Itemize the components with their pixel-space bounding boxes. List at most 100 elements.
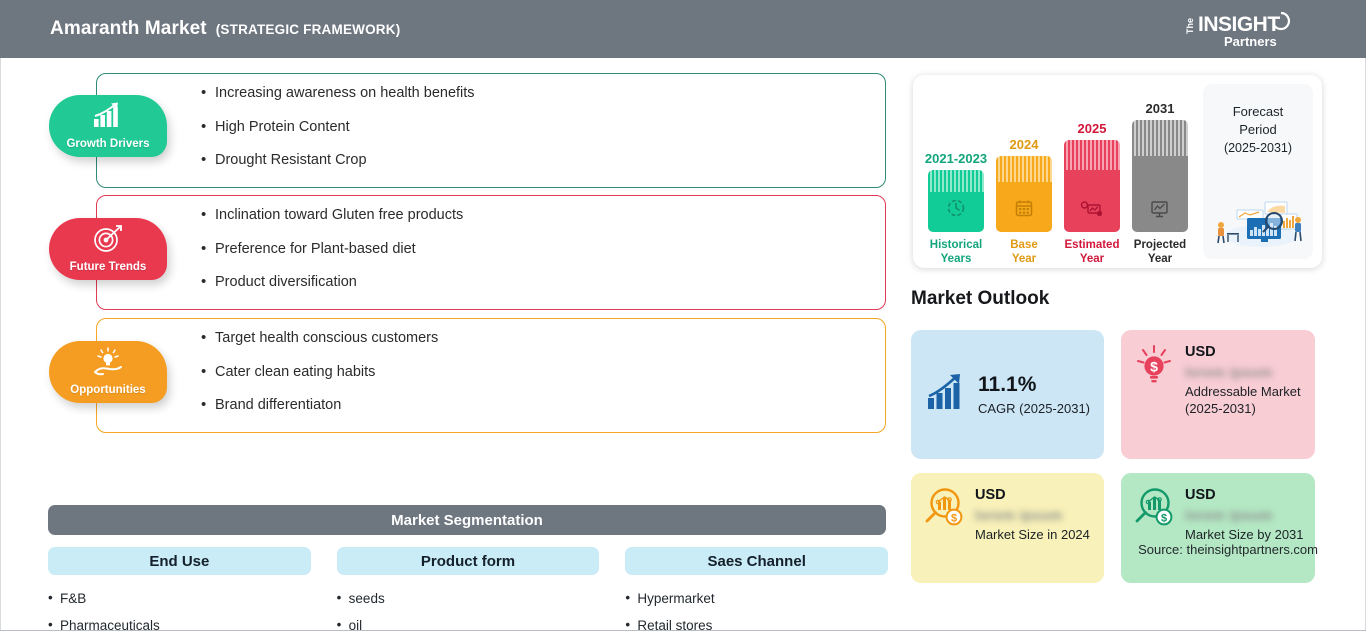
bar-historical <box>928 170 984 232</box>
outlook-column: 2021-2023 Hist <box>905 58 1366 628</box>
bar-group-estimated: 2025 <box>1064 121 1120 265</box>
source-attribution: Source: theinsightpartners.com <box>1138 542 1318 557</box>
list-item: Drought Resistant Crop <box>201 152 475 168</box>
timeline-bars: 2021-2023 Hist <box>925 75 1198 268</box>
growth-bar-chart-icon <box>925 372 969 417</box>
badge-label: Future Trends <box>69 261 147 273</box>
growth-drivers-list: Increasing awareness on health benefits … <box>201 85 475 187</box>
badge-label: Opportunities <box>70 384 146 396</box>
forecast-period-range: (2025-2031) <box>1223 141 1293 156</box>
segmentation-columns: End Use F&B Pharmaceuticals Personal car… <box>48 547 889 635</box>
bar-caption: Historical Years <box>929 238 983 265</box>
header-title-group: Amaranth Market (STRATEGIC FRAMEWORK) <box>50 18 400 40</box>
magnifier-chart-dollar-icon: $ <box>1131 485 1177 573</box>
bar-year-label: 2031 <box>1145 101 1175 116</box>
list-item: Cater clean eating habits <box>201 364 438 380</box>
bar-caption: Base Year <box>1010 238 1038 265</box>
list-item: seeds <box>337 588 600 609</box>
list-item: Increasing awareness on health benefits <box>201 85 475 101</box>
bar-stripe-top <box>996 156 1052 182</box>
magnifier-chart-dollar-icon: $ <box>921 485 967 573</box>
list-item: oil <box>337 615 600 635</box>
list-item: Retail stores <box>625 615 888 635</box>
bar-base-year <box>996 156 1052 232</box>
insight-partners-logo: The INSIGHT Partners <box>1180 8 1310 52</box>
target-dartboard-icon <box>49 224 167 254</box>
bar-solid-body <box>1132 156 1188 232</box>
svg-text:The: The <box>1185 18 1195 34</box>
cagr-label: CAGR (2025-2031) <box>978 400 1090 416</box>
svg-text:$: $ <box>1150 359 1158 375</box>
segmentation-column-header: Product form <box>336 547 600 575</box>
list-item: F&B <box>48 588 311 609</box>
opportunities-list: Target health conscious customers Cater … <box>201 330 438 432</box>
list-item: Target health conscious customers <box>201 330 438 346</box>
list-item: High Protein Content <box>201 119 475 135</box>
market-outlook-title: Market Outlook <box>911 288 1050 309</box>
card-caption: Market Size by 2031 <box>1185 527 1304 542</box>
future-trends-list: Inclination toward Gluten free products … <box>201 207 463 309</box>
card-caption: Market Size in 2024 <box>975 527 1090 542</box>
addressable-market-card: $ USD lorem ipsum Addressable Market (20… <box>1121 330 1315 459</box>
calendar-icon <box>996 197 1052 219</box>
opportunities-badge[interactable]: Opportunities <box>49 341 167 403</box>
growth-drivers-box: Increasing awareness on health benefits … <box>96 73 886 188</box>
bar-solid-body <box>1064 170 1120 232</box>
list-item: Hypermarket <box>625 588 888 609</box>
segmentation-column-product-form: Product form seeds oil leafs <box>336 547 600 635</box>
future-trends-box: Inclination toward Gluten free products … <box>96 195 886 310</box>
business-analytics-illustration <box>1207 192 1309 253</box>
svg-text:INSIGHT: INSIGHT <box>1198 13 1280 36</box>
list-item: Inclination toward Gluten free products <box>201 207 463 223</box>
forecast-period-chart: 2021-2023 Hist <box>913 75 1322 268</box>
page-header: Amaranth Market (STRATEGIC FRAMEWORK) Th… <box>0 0 1366 58</box>
opportunities-box: Target health conscious customers Cater … <box>96 318 886 433</box>
currency-label: USD <box>1185 487 1216 503</box>
bar-group-base: 2024 <box>996 137 1052 265</box>
svg-text:$: $ <box>951 513 957 525</box>
list-item: Preference for Plant-based diet <box>201 241 463 257</box>
segmentation-column-end-use: End Use F&B Pharmaceuticals Personal car… <box>48 547 311 635</box>
bar-stripe-top <box>1064 140 1120 170</box>
market-segmentation-header: Market Segmentation <box>48 505 886 535</box>
bar-year-label: 2024 <box>1009 137 1039 152</box>
future-trends-badge[interactable]: Future Trends <box>49 218 167 280</box>
page-subtitle: (STRATEGIC FRAMEWORK) <box>215 22 401 37</box>
bar-group-projected: 2031 <box>1132 101 1188 265</box>
bar-caption: Estimated Year <box>1064 238 1120 265</box>
badge-label: Growth Drivers <box>66 138 150 150</box>
bar-stripe-top <box>1132 120 1188 156</box>
segmentation-column-sales-channel: Saes Channel Hypermarket Retail stores S… <box>625 547 889 635</box>
list-item: Product diversification <box>201 274 463 290</box>
forecast-period-panel: Forecast Period (2025-2031) <box>1203 84 1313 259</box>
market-size-2024-card: $ USD lorem ipsum Market Size in 2024 <box>911 473 1104 583</box>
bar-stripe-top <box>928 170 984 192</box>
bar-chart-arrow-icon <box>49 101 167 129</box>
blurred-value: lorem ipsum <box>1185 364 1273 380</box>
segmentation-column-header: Saes Channel <box>625 547 889 575</box>
bar-year-label: 2021-2023 <box>924 151 988 166</box>
forecast-period-title: Forecast Period <box>1232 104 1284 137</box>
segmentation-item-list: Hypermarket Retail stores Speciality Sto… <box>625 588 888 635</box>
segmentation-item-list: F&B Pharmaceuticals Personal care and co… <box>48 588 311 635</box>
bar-caption: Projected Year <box>1133 238 1187 265</box>
blurred-value: lorem ipsum <box>975 507 1063 523</box>
blurred-value: lorem ipsum <box>1185 507 1273 523</box>
presentation-chart-icon <box>1132 197 1188 219</box>
bar-year-label: 2025 <box>1077 121 1107 136</box>
bar-estimated-year <box>1064 140 1120 232</box>
currency-label: USD <box>1185 344 1216 360</box>
lightbulb-dollar-icon: $ <box>1131 342 1177 449</box>
segmentation-column-header: End Use <box>48 547 311 575</box>
market-size-2031-card: $ USD lorem ipsum Market Size by 2031 <box>1121 473 1315 583</box>
clock-history-icon <box>928 197 984 219</box>
bar-solid-body <box>928 192 984 232</box>
segmentation-item-list: seeds oil leafs <box>337 588 600 635</box>
forecast-gear-icon <box>1064 197 1120 219</box>
growth-drivers-badge[interactable]: Growth Drivers <box>49 95 167 157</box>
list-item: Pharmaceuticals <box>48 615 311 635</box>
card-caption: Addressable Market (2025-2031) <box>1185 384 1301 417</box>
svg-text:$: $ <box>1161 513 1167 525</box>
list-item: Brand differentiaton <box>201 397 438 413</box>
